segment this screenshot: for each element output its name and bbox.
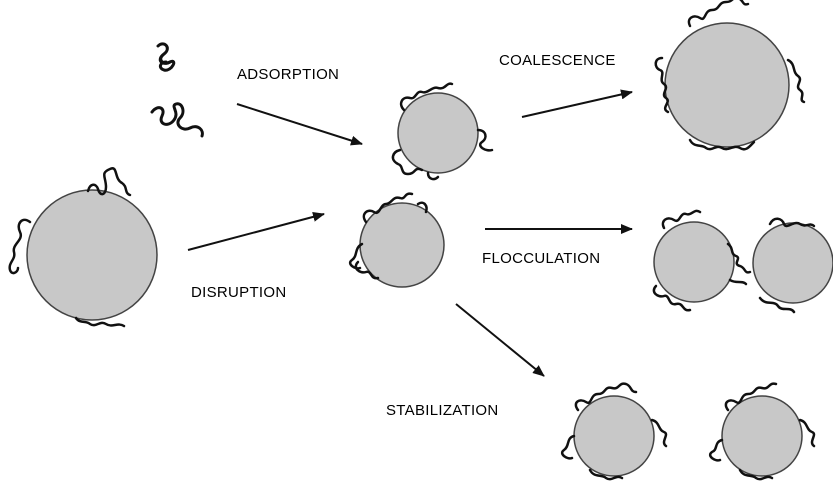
coalescence-label: COALESCENCE xyxy=(499,52,616,69)
free-polymer-chain-coiled xyxy=(156,42,176,72)
adsorption-arrow xyxy=(236,103,363,146)
stabilized-droplet-right xyxy=(708,382,816,481)
stabilization-label: STABILIZATION xyxy=(386,402,499,419)
coalesced-droplet xyxy=(654,0,806,151)
initial-large-droplet xyxy=(8,167,158,328)
disruption-arrow xyxy=(187,211,325,251)
flocculation-polymer-bridges xyxy=(652,209,816,314)
coalescence-arrow xyxy=(521,89,633,118)
adsorption-label: ADSORPTION xyxy=(237,66,340,83)
free-polymer-chain-extended xyxy=(150,102,204,138)
flocculated-droplet-right xyxy=(752,222,833,304)
stabilized-droplet-left xyxy=(560,382,668,481)
flocculation-label: FLOCCULATION xyxy=(482,250,601,267)
stabilization-arrow xyxy=(455,303,545,377)
disrupted-droplet xyxy=(348,192,445,288)
flocculated-droplet-left xyxy=(653,221,735,303)
disruption-label: DISRUPTION xyxy=(191,284,287,301)
adsorbed-droplet xyxy=(391,82,494,181)
